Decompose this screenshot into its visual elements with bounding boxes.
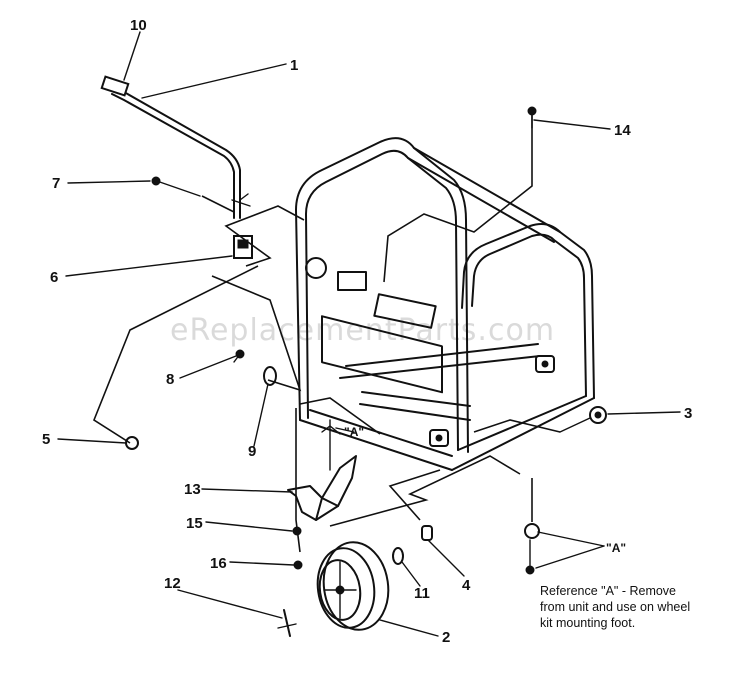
ref-a-bolts — [524, 523, 540, 575]
axle-bolt-12 — [277, 609, 297, 637]
reference-note-line-3: kit mounting foot. — [540, 616, 636, 630]
ref-a-mark-bracket: "A" — [344, 425, 364, 439]
ref-a-mark-bolts: "A" — [606, 541, 626, 555]
callout-1: 1 — [290, 57, 298, 74]
washer-16 — [293, 560, 303, 570]
callout-11: 11 — [414, 585, 430, 602]
handle-part — [100, 75, 253, 259]
bolt-7 — [151, 176, 201, 197]
reference-note: Reference "A" - Remove from unit and use… — [540, 583, 745, 631]
bolt-8 — [233, 349, 245, 363]
callout-5: 5 — [42, 431, 50, 448]
callout-leaders — [57, 31, 681, 637]
callout-8: 8 — [166, 371, 174, 388]
callout-9: 9 — [248, 443, 256, 460]
spacer-4 — [421, 525, 433, 541]
callout-6: 6 — [50, 269, 58, 286]
callout-14: 14 — [614, 122, 631, 139]
nut-9 — [263, 366, 277, 386]
callout-4: 4 — [462, 577, 471, 594]
washer-11 — [392, 547, 404, 565]
wheel-2 — [316, 541, 390, 631]
watermark-text: eReplacementParts.com — [170, 313, 555, 348]
reference-note-line-2: from unit and use on wheel — [540, 600, 691, 614]
callout-16: 16 — [210, 555, 227, 572]
callout-15: 15 — [186, 515, 203, 532]
generator-frame — [295, 137, 595, 471]
callout-10: 10 — [130, 17, 147, 34]
washer-5 — [125, 436, 139, 450]
callout-13: 13 — [184, 481, 201, 498]
callout-12: 12 — [164, 575, 181, 592]
bolt-3 — [559, 406, 607, 433]
callout-3: 3 — [684, 405, 692, 422]
callout-2: 2 — [442, 629, 450, 646]
callout-7: 7 — [52, 175, 60, 192]
assembly-leaders — [93, 114, 561, 553]
reference-note-line-1: Reference "A" - Remove — [540, 584, 677, 598]
